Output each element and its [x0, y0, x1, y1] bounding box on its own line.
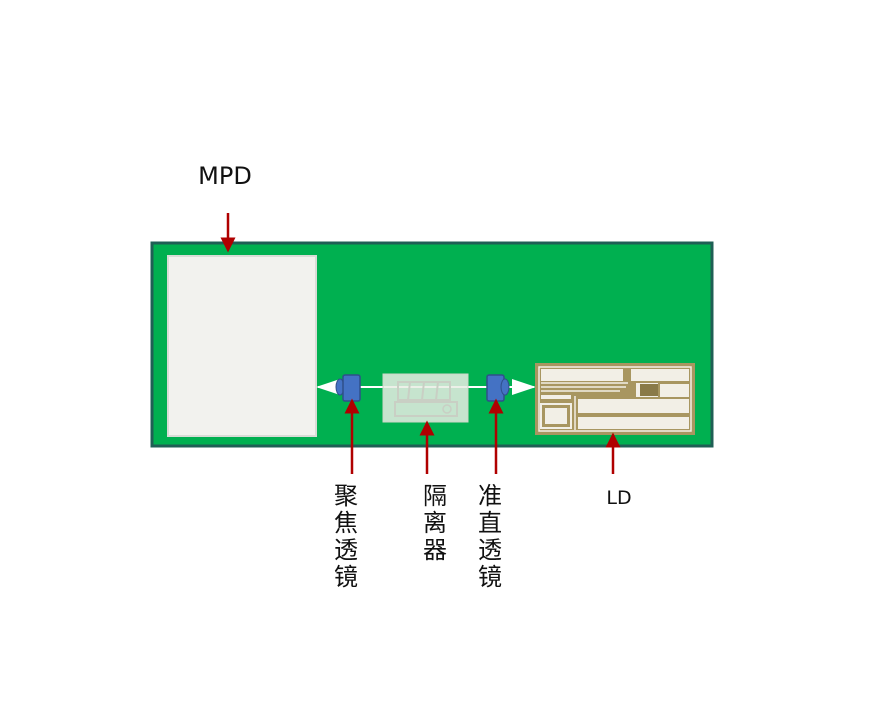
- collimating-lens-label: 准 直 透 镜: [478, 482, 502, 591]
- svg-text:隔: 隔: [423, 482, 447, 510]
- focus-lens: [335, 374, 361, 402]
- svg-text:透: 透: [334, 536, 358, 564]
- beam-arrow-left: [316, 379, 340, 395]
- svg-text:器: 器: [423, 536, 447, 564]
- svg-text:准: 准: [478, 482, 502, 510]
- svg-text:直: 直: [478, 509, 502, 537]
- svg-text:离: 离: [423, 509, 447, 537]
- ld-chip: [535, 363, 695, 435]
- collimating-lens: [486, 374, 510, 402]
- focus-lens-label: 聚 焦 透 镜: [334, 482, 358, 591]
- svg-text:透: 透: [478, 536, 502, 564]
- isolator-label: 隔 离 器: [423, 482, 447, 564]
- ld-label: LD: [606, 487, 631, 509]
- svg-text:焦: 焦: [334, 509, 358, 537]
- mpd-panel: [167, 255, 317, 437]
- mpd-label: MPD: [198, 162, 252, 190]
- svg-text:聚: 聚: [334, 482, 358, 510]
- isolator-component: [382, 373, 469, 423]
- beam-arrow-right: [512, 379, 536, 395]
- svg-text:镜: 镜: [478, 563, 502, 591]
- svg-text:镜: 镜: [334, 563, 358, 591]
